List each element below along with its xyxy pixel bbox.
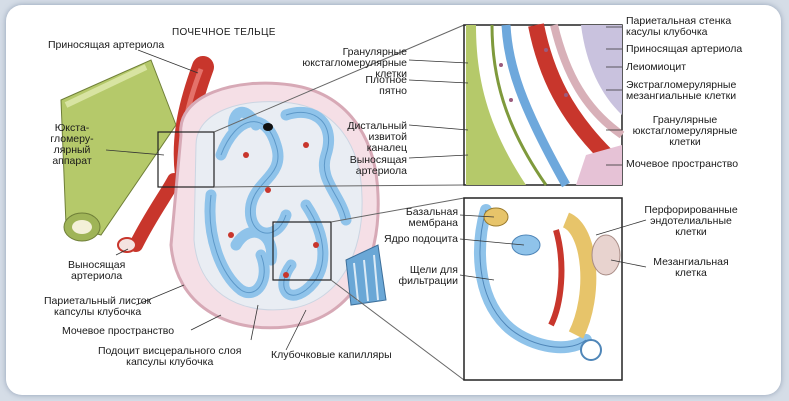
label-mesangial-cell: Мезангиальная клетка xyxy=(646,257,736,279)
label-efferent-arteriole-mid: Выносящая артериола xyxy=(336,155,407,177)
label-granular-jg-cells-right: Гранулярные юкстагломерулярные клетки xyxy=(626,115,744,148)
label-parietal-wall: Париетальная стенка касулы клубочка xyxy=(626,16,731,38)
label-afferent-arteriole-right: Приносящая артериола xyxy=(626,44,742,55)
diagram-title: ПОЧЕЧНОЕ ТЕЛЬЦЕ xyxy=(172,27,276,38)
label-fenestrated-endothelial: Перфорированные эндотелиальные клетки xyxy=(636,205,746,238)
label-efferent-arteriole-left: Выносящая артериола xyxy=(68,260,125,282)
label-jga: Юкста- гломеру- лярный аппарат xyxy=(44,123,100,167)
label-macula-densa: Плотное пятно xyxy=(336,75,407,97)
diagram-frame: ПОЧЕЧНОЕ ТЕЛЬЦЕ Приносящая артериола Юкс… xyxy=(6,5,781,395)
podocyte-detail-inset xyxy=(464,198,622,380)
label-filtration-slits: Щели для фильтрации xyxy=(386,265,458,287)
label-leiomyocyte: Леиомиоцит xyxy=(626,62,686,73)
jga-detail-inset xyxy=(464,25,622,185)
label-urinary-space-right: Мочевое пространство xyxy=(626,159,738,170)
label-parietal-layer: Париетальный листок капсулы клубочка xyxy=(44,296,151,318)
label-podocyte-nucleus: Ядро подоцита xyxy=(376,234,458,245)
label-urinary-space-left: Мочевое пространство xyxy=(62,326,174,337)
label-distal-tubule: Дистальный извитой каналец xyxy=(326,121,407,154)
label-extraglomerular-mesangial: Экстрагломерулярные мезангиальные клетки xyxy=(626,80,736,102)
label-podocyte: Подоцит висцерального слоя капсулы клубо… xyxy=(98,346,241,368)
label-glomerular-capillaries: Клубочковые капилляры xyxy=(271,350,392,361)
label-afferent-arteriole: Приносящая артериола xyxy=(48,40,164,51)
label-basement-membrane: Базальная мембрана xyxy=(386,207,458,229)
